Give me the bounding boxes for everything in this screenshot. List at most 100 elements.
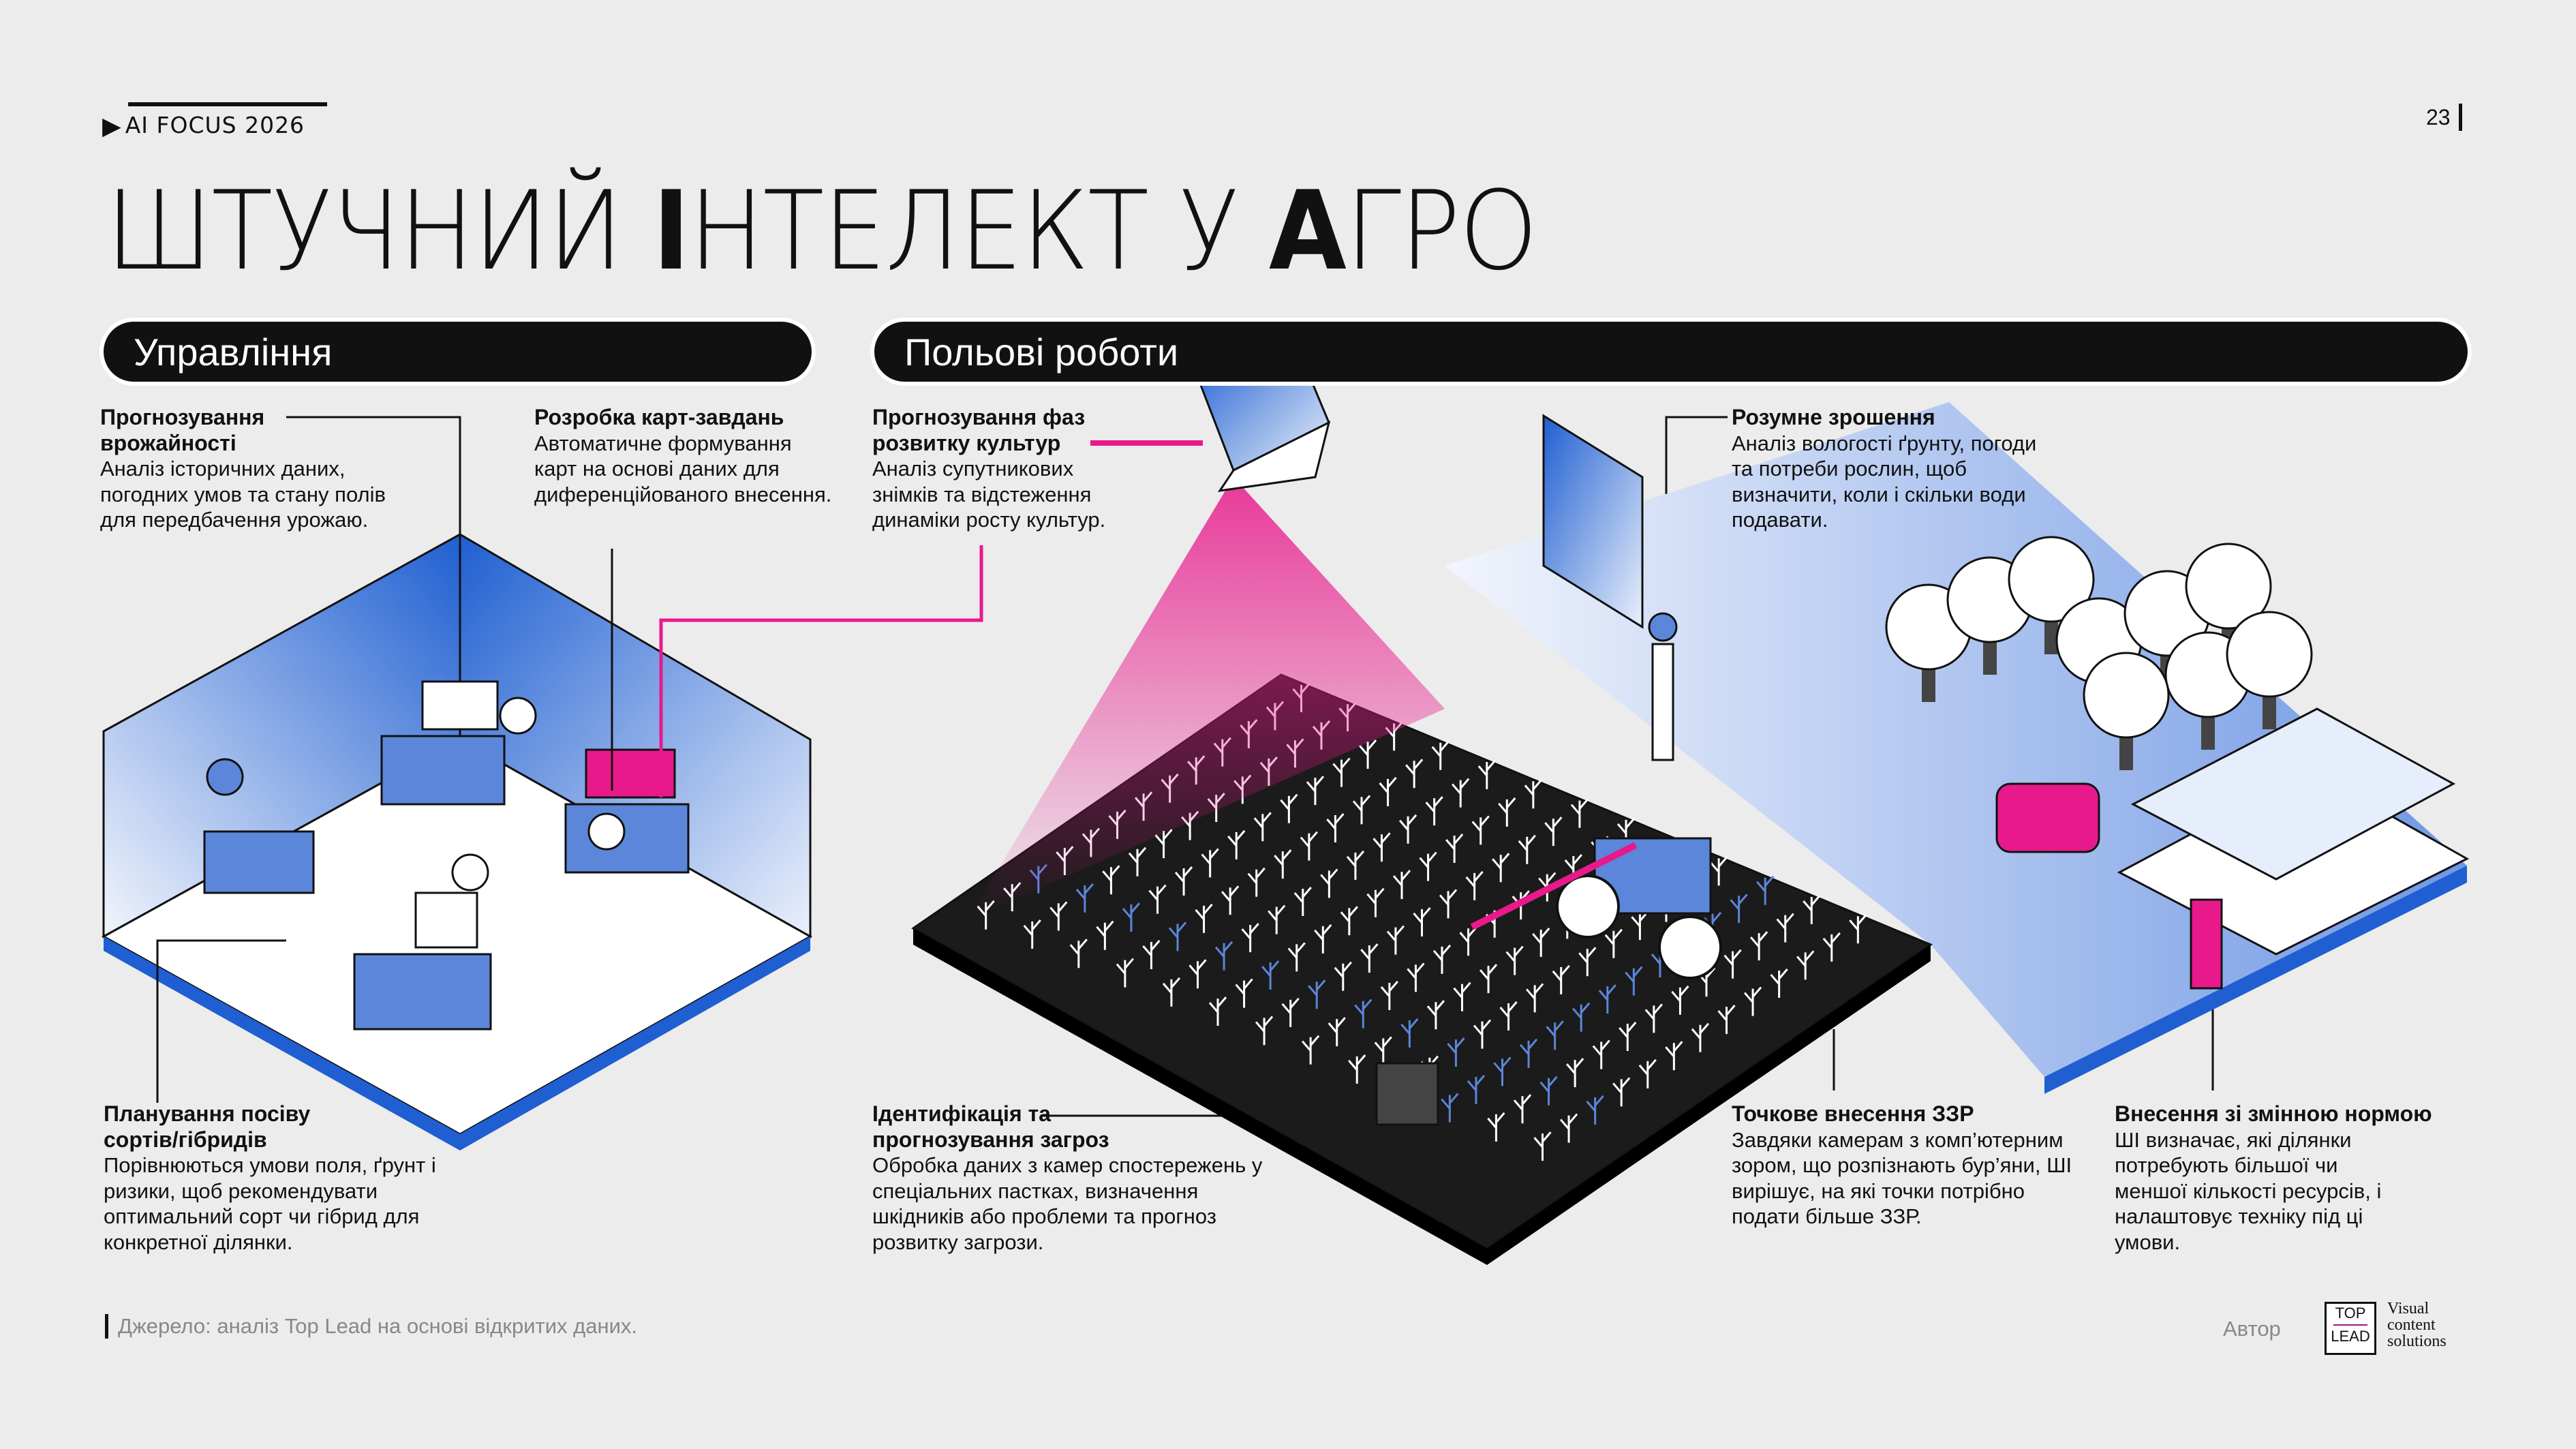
section-label: Польові роботи xyxy=(904,330,1179,373)
plant xyxy=(1049,901,1068,931)
plant xyxy=(1578,947,1597,977)
tree-crown xyxy=(2185,543,2272,630)
plant xyxy=(1730,894,1748,924)
source-note: Джерело: аналіз Top Lead на основі відкр… xyxy=(105,1314,637,1339)
plant xyxy=(1168,921,1187,951)
plant xyxy=(1332,757,1351,787)
plant xyxy=(1487,1112,1505,1142)
page-number-text: 23 xyxy=(2426,104,2451,129)
plant xyxy=(1405,759,1424,789)
orchard xyxy=(1885,536,2313,770)
block-title: Планування посіву сортів/гібридів xyxy=(104,1101,311,1152)
section-management: Управління xyxy=(104,322,812,382)
plant xyxy=(1221,885,1240,915)
plant xyxy=(1116,958,1134,988)
plant xyxy=(1453,981,1471,1011)
plant xyxy=(1498,797,1516,827)
block-title: Точкове внесення ЗЗР xyxy=(1732,1101,1974,1126)
plant xyxy=(1803,895,1821,924)
tree-crown xyxy=(2083,652,2170,739)
title-part: НТЕЛЕКТ У xyxy=(688,167,1269,294)
plant xyxy=(1796,950,1815,980)
plant xyxy=(1471,815,1490,845)
desk xyxy=(380,735,506,806)
block-title: Ідентифікація та прогнозування загроз xyxy=(872,1101,1109,1152)
plant xyxy=(1441,1093,1459,1123)
plant xyxy=(1505,945,1524,975)
block-title: Внесення зі змінною нормою xyxy=(2115,1101,2432,1126)
plant xyxy=(1518,834,1536,864)
plant xyxy=(1023,919,1041,949)
plant xyxy=(1407,962,1425,992)
plant xyxy=(1352,795,1371,825)
plant xyxy=(1710,856,1728,886)
plant xyxy=(1189,959,1207,989)
plant xyxy=(1465,870,1484,900)
plant xyxy=(1572,1002,1591,1032)
plant xyxy=(1400,1018,1419,1048)
page-title: ШТУЧНИЙ ІНТЕЛЕКТ У АГРО xyxy=(106,167,1538,294)
plant xyxy=(1439,889,1458,919)
plant xyxy=(1479,964,1498,994)
office-illustration xyxy=(101,532,813,1150)
plant xyxy=(1142,940,1161,969)
plant xyxy=(1552,964,1570,994)
person xyxy=(499,697,537,735)
plant xyxy=(1334,961,1352,991)
tree-crown xyxy=(2226,611,2313,698)
plant xyxy=(1354,998,1373,1028)
brand-tagline: Visual content solutions xyxy=(2387,1300,2447,1350)
plant xyxy=(1431,740,1450,770)
plant xyxy=(1360,943,1379,973)
section-label: Управління xyxy=(134,330,333,373)
plant xyxy=(1413,907,1431,936)
title-part: А xyxy=(1268,167,1347,294)
plant xyxy=(1348,1054,1366,1084)
plant xyxy=(1467,1075,1486,1104)
person xyxy=(451,853,489,891)
plant xyxy=(1379,776,1397,806)
plant xyxy=(1268,904,1286,934)
plant xyxy=(1241,923,1259,953)
plant xyxy=(1743,986,1762,1016)
desk xyxy=(203,830,315,894)
plant xyxy=(1227,829,1246,859)
tree-crown xyxy=(2008,536,2095,623)
plant xyxy=(1592,1039,1610,1069)
field-edge xyxy=(913,928,1931,1265)
plant xyxy=(1280,793,1298,823)
block-text: Завдяки камерам з комп’ютерним зором, що… xyxy=(1732,1127,2072,1229)
plant xyxy=(1526,983,1544,1013)
plant xyxy=(1102,865,1120,895)
plant xyxy=(1499,1001,1518,1031)
plant xyxy=(1452,778,1470,808)
plant xyxy=(1598,984,1616,1014)
plant xyxy=(1366,887,1385,917)
plant xyxy=(1340,906,1358,936)
plant xyxy=(1691,1022,1710,1052)
block-text: Аналіз вологості ґрунту, погоди та потре… xyxy=(1732,431,2037,532)
plant xyxy=(1255,1016,1274,1046)
plant xyxy=(1492,853,1510,883)
plant xyxy=(1426,1000,1445,1030)
plant xyxy=(1432,944,1452,974)
plant xyxy=(1328,1017,1346,1047)
plant xyxy=(1533,1131,1552,1161)
plant xyxy=(1195,903,1213,933)
desk xyxy=(353,953,492,1031)
plant xyxy=(1208,996,1227,1026)
plant xyxy=(1308,979,1326,1009)
monitor xyxy=(421,680,499,731)
plant xyxy=(1320,868,1338,898)
plant xyxy=(1723,949,1742,979)
block-title: Розумне зрошення xyxy=(1732,405,1935,429)
plant xyxy=(1287,942,1306,972)
plant xyxy=(1447,1037,1465,1067)
plant xyxy=(1822,932,1841,962)
plant xyxy=(1493,1056,1512,1086)
plant xyxy=(1293,887,1312,916)
